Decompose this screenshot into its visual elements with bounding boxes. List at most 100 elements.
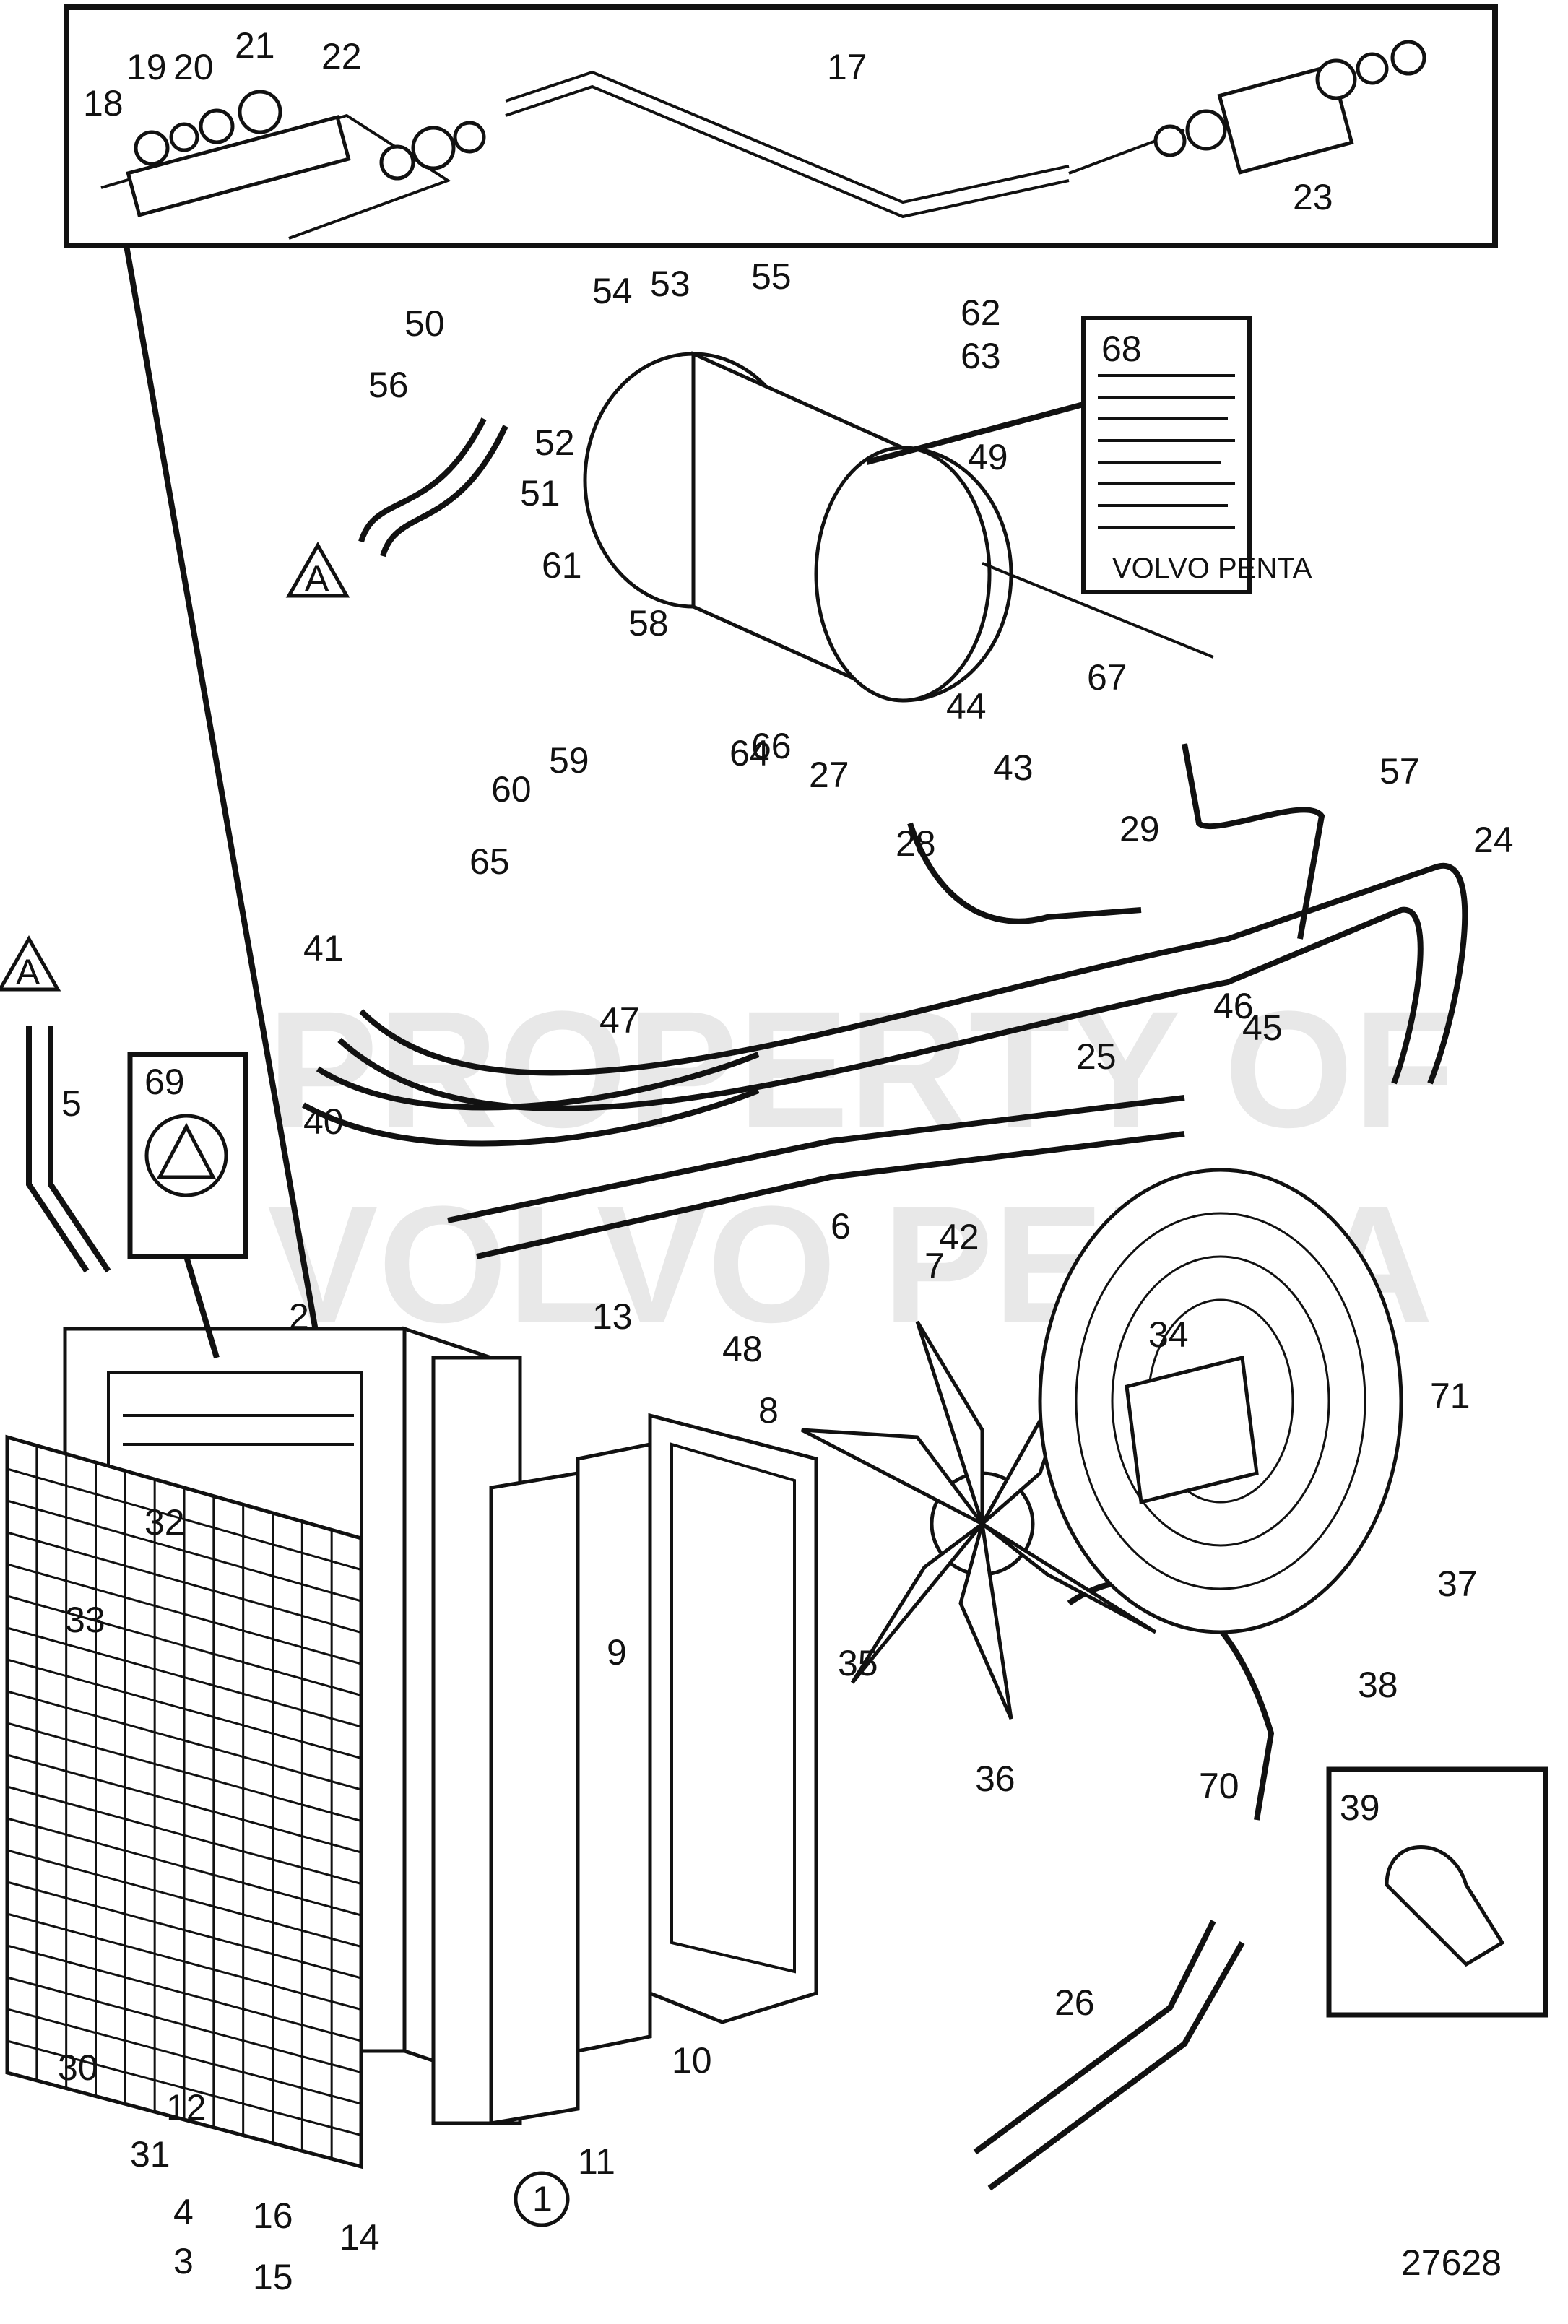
callout-13: 13: [592, 1296, 633, 1337]
grille-bar: [7, 1499, 362, 1603]
grille-bar: [7, 1658, 362, 1759]
callout-36: 36: [975, 1759, 1015, 1799]
callout-37: 37: [1437, 1564, 1478, 1604]
callout-49: 49: [968, 437, 1008, 477]
grille-bar: [7, 1531, 362, 1634]
callout-15: 15: [253, 2257, 293, 2297]
callout-22: 22: [321, 36, 362, 77]
callout-14: 14: [339, 2217, 380, 2258]
callout-54: 54: [592, 271, 633, 311]
callout-26: 26: [1054, 1982, 1095, 2023]
callout-48: 48: [722, 1329, 763, 1369]
reference-a-left: A: [16, 952, 40, 992]
grille-grid: [7, 1445, 362, 2159]
callout-25: 25: [1076, 1036, 1117, 1077]
grille-bar: [7, 1976, 362, 2073]
callout-40: 40: [303, 1101, 344, 1142]
callout-43: 43: [993, 747, 1034, 788]
label-logo-text: VOLVO PENTA: [1112, 552, 1312, 584]
grille-bar: [7, 1817, 362, 1917]
callout-17: 17: [827, 47, 867, 87]
callout-24: 24: [1473, 820, 1514, 860]
callout-12: 12: [166, 2087, 207, 2128]
callout-35: 35: [838, 1643, 878, 1683]
callout-9: 9: [607, 1632, 627, 1673]
callout-56: 56: [368, 365, 409, 405]
shroud-panels: [489, 1413, 818, 2125]
callout-69: 69: [144, 1062, 185, 1102]
callout-44: 44: [946, 686, 987, 727]
inset-rod-assembly: [64, 4, 1498, 248]
grille-bar: [7, 1595, 362, 1696]
callout-1: 1: [532, 2179, 553, 2219]
grille-bar: [7, 1785, 362, 1885]
grille-bar: [7, 1881, 362, 1980]
callout-55: 55: [751, 256, 792, 297]
callout-29: 29: [1119, 809, 1160, 849]
expansion-tank: VOLVO PENTA: [583, 316, 1312, 703]
callout-42: 42: [939, 1217, 979, 1257]
callout-46: 46: [1213, 986, 1254, 1026]
callout-5: 5: [61, 1083, 82, 1124]
callout-62: 62: [961, 292, 1001, 333]
grille-bar: [7, 1912, 362, 2011]
grille: [5, 1434, 363, 2169]
reference-a-top: A: [305, 558, 329, 599]
callout-19: 19: [126, 47, 167, 87]
callout-27: 27: [809, 755, 849, 795]
fan-guard-motor: [1038, 1168, 1403, 1634]
callout-10: 10: [672, 2040, 712, 2081]
callout-67: 67: [1087, 657, 1127, 698]
callout-21: 21: [235, 25, 275, 66]
callout-31: 31: [130, 2134, 170, 2175]
callout-34: 34: [1148, 1314, 1189, 1355]
callout-20: 20: [173, 47, 214, 87]
callout-41: 41: [303, 928, 344, 968]
callout-50: 50: [404, 303, 445, 344]
grille-bar: [7, 1690, 362, 1791]
callout-52: 52: [534, 422, 575, 463]
label-sheet-lines: [1098, 374, 1235, 529]
hoses: [26, 417, 1468, 2191]
grille-bar: [7, 2008, 362, 2105]
grille-bar: [7, 2039, 362, 2136]
callout-6: 6: [831, 1206, 851, 1246]
callout-65: 65: [469, 841, 510, 882]
callout-4: 4: [173, 2192, 194, 2232]
callout-61: 61: [542, 545, 582, 586]
inset-leader: [124, 245, 321, 1344]
callout-68: 68: [1101, 329, 1142, 369]
callout-51: 51: [520, 473, 560, 513]
callout-70: 70: [1199, 1766, 1239, 1806]
callout-28: 28: [896, 823, 936, 864]
circle-marker-1: [514, 2171, 570, 2227]
callout-66: 66: [751, 726, 792, 766]
callout-11: 11: [578, 2141, 615, 2182]
callout-64: 64: [729, 733, 770, 773]
callout-53: 53: [650, 264, 690, 304]
callout-16: 16: [253, 2195, 293, 2236]
grille-bar: [7, 1626, 362, 1728]
reference-markers: A A: [0, 541, 350, 992]
watermark-line-1: PROPERTY OF: [267, 976, 1455, 1162]
callout-71: 71: [1430, 1376, 1470, 1416]
callout-45: 45: [1242, 1007, 1283, 1048]
grille-bar: [7, 1944, 362, 2042]
callout-18: 18: [83, 83, 124, 123]
callout-8: 8: [758, 1390, 779, 1431]
callout-38: 38: [1358, 1665, 1398, 1705]
warning-box-69: [127, 1052, 248, 1359]
callout-39: 39: [1340, 1787, 1380, 1828]
callout-33: 33: [65, 1600, 105, 1640]
callout-59: 59: [549, 740, 589, 781]
callout-60: 60: [491, 769, 532, 810]
callout-47: 47: [599, 1000, 640, 1041]
grille-bar: [7, 1753, 362, 1854]
callout-7: 7: [924, 1246, 945, 1286]
callout-30: 30: [58, 2047, 98, 2088]
callout-58: 58: [628, 603, 669, 643]
callout-63: 63: [961, 336, 1001, 376]
callout-57: 57: [1379, 751, 1420, 792]
